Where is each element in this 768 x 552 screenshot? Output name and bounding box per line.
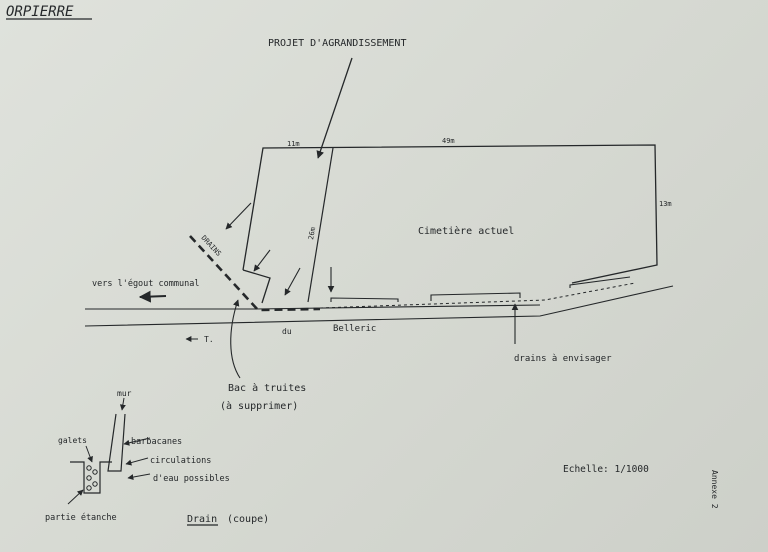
sealed-pointer <box>67 489 84 505</box>
annex-label: Annexe 2 <box>710 470 719 509</box>
pebble <box>86 485 92 491</box>
drain-section-detail <box>67 397 151 505</box>
future-drains-label: drains à envisager <box>514 354 612 364</box>
pebble <box>86 475 92 481</box>
water-label: d'eau possibles <box>153 474 230 484</box>
sealed-label: partie étanche <box>45 512 117 523</box>
road-du: du <box>282 327 292 336</box>
pebbles-pointer <box>85 445 93 463</box>
weep-holes-label: barbacanes <box>131 437 182 447</box>
trout-tank-label: Bac à truites <box>228 382 306 394</box>
cemetery-outline <box>242 144 658 284</box>
weep-holes-pointer <box>123 437 151 446</box>
wall-label: mur <box>117 389 132 398</box>
road-edges <box>84 285 674 327</box>
flow-arrow-3 <box>284 267 301 296</box>
right-dimension: 13m <box>659 200 672 208</box>
drain-section-note: (coupe) <box>227 514 269 525</box>
left-dimension: 26m <box>307 226 317 240</box>
water-pointer <box>127 473 151 480</box>
drain-bracket-1 <box>330 297 399 302</box>
section-trench <box>70 461 112 494</box>
pebble <box>92 481 98 487</box>
pebbles-label: galets <box>58 436 87 445</box>
circulation-pointer <box>125 457 149 466</box>
drain-bracket-2 <box>430 292 521 301</box>
top-dimension-right: 49m <box>442 137 455 145</box>
trout-tank-pointer <box>230 299 241 379</box>
drains-word: DRAINS <box>200 234 223 258</box>
future-drain-line <box>319 282 636 309</box>
pebble <box>92 469 98 475</box>
top-dimension-left: 11m <box>287 140 300 148</box>
project-label: PROJET D'AGRANDISSEMENT <box>268 38 406 49</box>
road-name: Belleric <box>333 324 376 334</box>
sewer-label: vers l'égout communal <box>92 278 199 289</box>
pebble <box>86 465 92 471</box>
main-drain-line <box>189 235 321 312</box>
flow-arrow-2 <box>253 249 271 272</box>
trout-tank-outline <box>242 269 271 304</box>
remove-note: (à supprimer) <box>220 400 298 412</box>
scale-label: Echelle: 1/1000 <box>563 464 649 475</box>
circulation-label: circulations <box>150 456 211 466</box>
cemetery-label: Cimetière actuel <box>418 225 514 237</box>
flow-arrow-1 <box>225 202 252 230</box>
section-wall <box>107 413 126 472</box>
road-prefix: T. <box>204 335 214 344</box>
wall-pointer <box>119 397 126 411</box>
sewer-arrow <box>138 290 167 303</box>
extension-divider-line <box>307 147 334 303</box>
drain-section-title: Drain <box>187 514 217 525</box>
drain-bracket-3 <box>569 276 631 288</box>
drawing-title: ORPIERRE <box>6 4 74 20</box>
project-arrow <box>316 57 353 159</box>
